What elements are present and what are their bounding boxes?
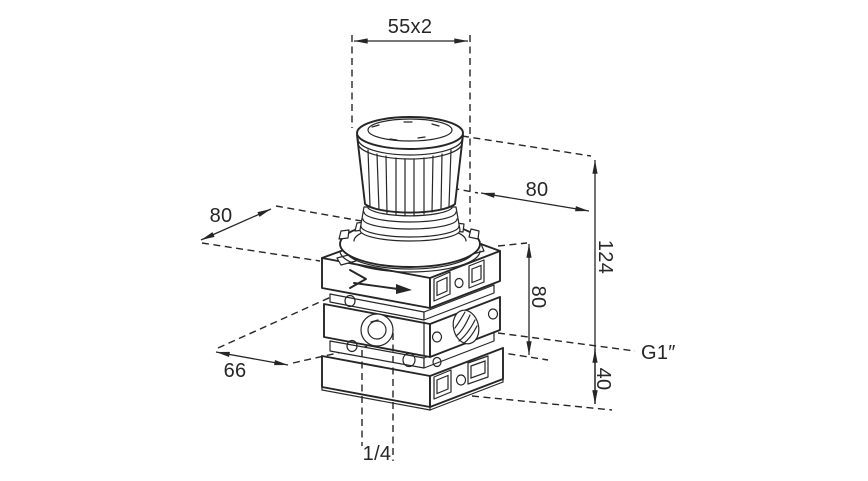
side-port-g1 [452,309,480,345]
extension-lines-back [201,35,636,411]
dim-label-left-width: 80 [210,205,233,227]
body-base [321,347,504,411]
body-neck-upper [329,284,495,321]
adjustment-knob [356,116,464,217]
dim-left-width [200,208,272,241]
base-mount-slot-2 [467,355,489,385]
front-port [360,313,394,347]
dim-label-top-thread: 55x2 [388,16,433,38]
dim-right-width [480,192,590,212]
flow-direction-arrow-icon [349,269,412,294]
dim-label-right-width: 80 [526,179,549,201]
dim-label-body-height: 80 [527,286,549,309]
knob-top-marks [371,121,440,141]
label-side-port-thread: G1″ [641,342,676,364]
label-bottom-port-thread: 1/4 [363,443,392,465]
dimension-labels: 55x2 80 80 124 80 40 G1″ 66 1/4 [210,16,676,465]
regulator-body [321,116,504,411]
dimension-lines [200,38,598,405]
bottom-port-axis-lines [361,333,394,461]
base-mount-slot-1 [433,369,452,400]
flange-mount-slot-right-2 [468,259,485,289]
dim-label-port-height: 40 [592,368,614,391]
dim-label-base-depth: 66 [224,360,247,382]
flange-mount-slot-right-1 [433,271,451,302]
dim-base-depth [215,351,289,366]
knob-flutes [357,142,463,217]
thread-collar [359,206,461,242]
dim-label-overall-height: 124 [594,240,616,274]
body-mid-block [323,296,501,368]
body-neck-lower [329,330,495,369]
